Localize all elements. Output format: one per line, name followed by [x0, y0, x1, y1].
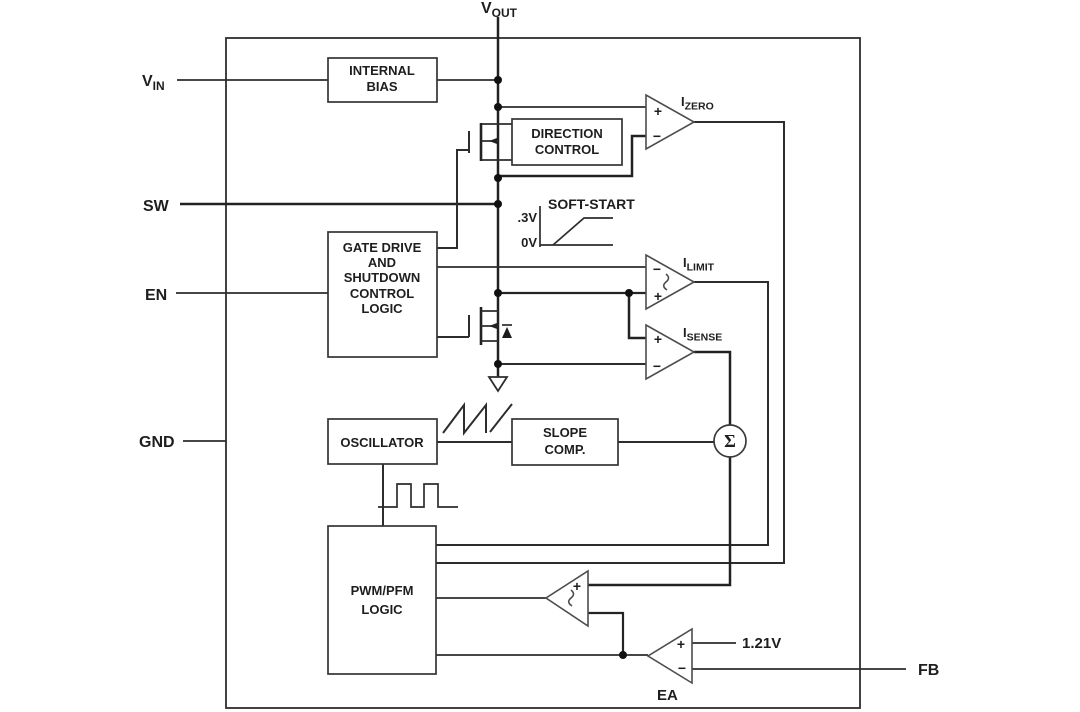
label-softstart-high: .3V	[517, 210, 537, 225]
ground-icon	[487, 376, 509, 393]
sawtooth-waveform-icon	[442, 402, 513, 436]
svg-text:PWM/PFM: PWM/PFM	[351, 583, 414, 598]
pmos-gate-wire	[437, 149, 469, 249]
junction-dot	[494, 103, 502, 111]
body-diode-icon	[502, 327, 512, 338]
izero-output-wire	[436, 121, 785, 564]
junction-dot	[494, 360, 502, 368]
block-label-slope-comp: SLOPE COMP.	[543, 425, 587, 457]
izero-minus-wire	[498, 134, 646, 178]
summer-circle	[713, 424, 747, 458]
svg-text:SLOPE: SLOPE	[543, 425, 587, 440]
block-slope-comp	[511, 418, 619, 466]
nmos-symbol	[437, 307, 512, 345]
svg-text:LOGIC: LOGIC	[361, 301, 403, 316]
comparator-izero	[645, 93, 696, 151]
block-internal-bias	[327, 57, 438, 103]
pmos-body-arrow-icon	[489, 138, 497, 144]
label-softstart-low: 0V	[521, 235, 537, 250]
block-label-internal-bias: INTERNAL BIAS	[349, 63, 415, 94]
comparator-ea	[646, 627, 693, 685]
pin-label-sw: SW	[143, 198, 170, 215]
softstart-waveform-icon	[539, 206, 613, 247]
junction-dot	[494, 200, 502, 208]
svg-text:CONTROL: CONTROL	[535, 142, 599, 157]
svg-text:AND: AND	[368, 255, 396, 270]
minus-sign: −	[653, 128, 661, 144]
label-isense: ISENSE	[683, 325, 722, 344]
summer-symbol: Σ	[724, 431, 736, 451]
junction-dot	[494, 289, 502, 297]
junction-dot	[494, 76, 502, 84]
nmos-body-arrow-icon	[489, 323, 497, 329]
minus-sign: −	[653, 261, 661, 277]
comparator-isense	[645, 323, 696, 381]
softstart-ramp	[552, 217, 613, 246]
plus-sign: +	[654, 103, 662, 119]
svg-text:DIRECTION: DIRECTION	[531, 126, 603, 141]
block-label-gate-drive: GATE DRIVE AND SHUTDOWN CONTROL LOGIC	[343, 240, 422, 316]
pwm-comparator-minus-wire	[588, 611, 625, 655]
label-soft-start: SOFT-START	[548, 196, 635, 212]
summer-output-wire	[588, 457, 732, 587]
svg-text:BIAS: BIAS	[366, 79, 397, 94]
junction-dot	[494, 174, 502, 182]
pmos-symbol	[437, 123, 498, 249]
block-label-oscillator: OSCILLATOR	[340, 435, 424, 450]
pin-label-gnd: GND	[139, 434, 175, 451]
minus-sign: −	[653, 358, 661, 374]
pin-label-en: EN	[145, 287, 167, 304]
label-ref-voltage: 1.21V	[742, 635, 781, 652]
plus-sign: +	[573, 578, 581, 594]
svg-text:SHUTDOWN: SHUTDOWN	[344, 270, 421, 285]
block-gate-drive	[327, 231, 438, 358]
label-izero: IZERO	[681, 94, 714, 113]
isense-plus-branch-wire	[627, 293, 646, 340]
pin-label-fb: FB	[918, 662, 939, 679]
comparator-ilimit	[645, 253, 696, 311]
block-direction-control	[511, 118, 623, 166]
block-oscillator	[327, 418, 438, 465]
svg-text:CONTROL: CONTROL	[350, 286, 414, 301]
pin-label-vout: VOUT	[481, 0, 518, 20]
ic-boundary	[225, 37, 861, 709]
svg-text:OSCILLATOR: OSCILLATOR	[340, 435, 424, 450]
ilimit-output-wire	[436, 281, 769, 546]
hysteresis-icon	[662, 273, 670, 291]
minus-sign: −	[678, 660, 686, 676]
hysteresis-icon	[567, 589, 575, 607]
plus-sign: +	[654, 288, 662, 304]
junction-dot	[625, 289, 633, 297]
block-label-pwm-pfm: PWM/PFM LOGIC	[351, 583, 414, 617]
svg-text:GATE DRIVE: GATE DRIVE	[343, 240, 422, 255]
comparator-pwm	[544, 569, 589, 628]
clock-waveform-icon	[378, 483, 458, 508]
plus-sign: +	[677, 636, 685, 652]
block-pwm-pfm	[327, 525, 437, 675]
svg-text:LOGIC: LOGIC	[361, 602, 403, 617]
junction-dot	[619, 651, 627, 659]
label-ilimit: ILIMIT	[683, 255, 715, 274]
pin-label-vin: VIN	[142, 73, 165, 93]
plus-sign: +	[654, 331, 662, 347]
isense-output-wire	[694, 350, 732, 425]
svg-text:COMP.: COMP.	[545, 442, 586, 457]
svg-text:INTERNAL: INTERNAL	[349, 63, 415, 78]
label-ea: EA	[657, 687, 678, 704]
block-label-direction-control: DIRECTION CONTROL	[531, 126, 603, 157]
